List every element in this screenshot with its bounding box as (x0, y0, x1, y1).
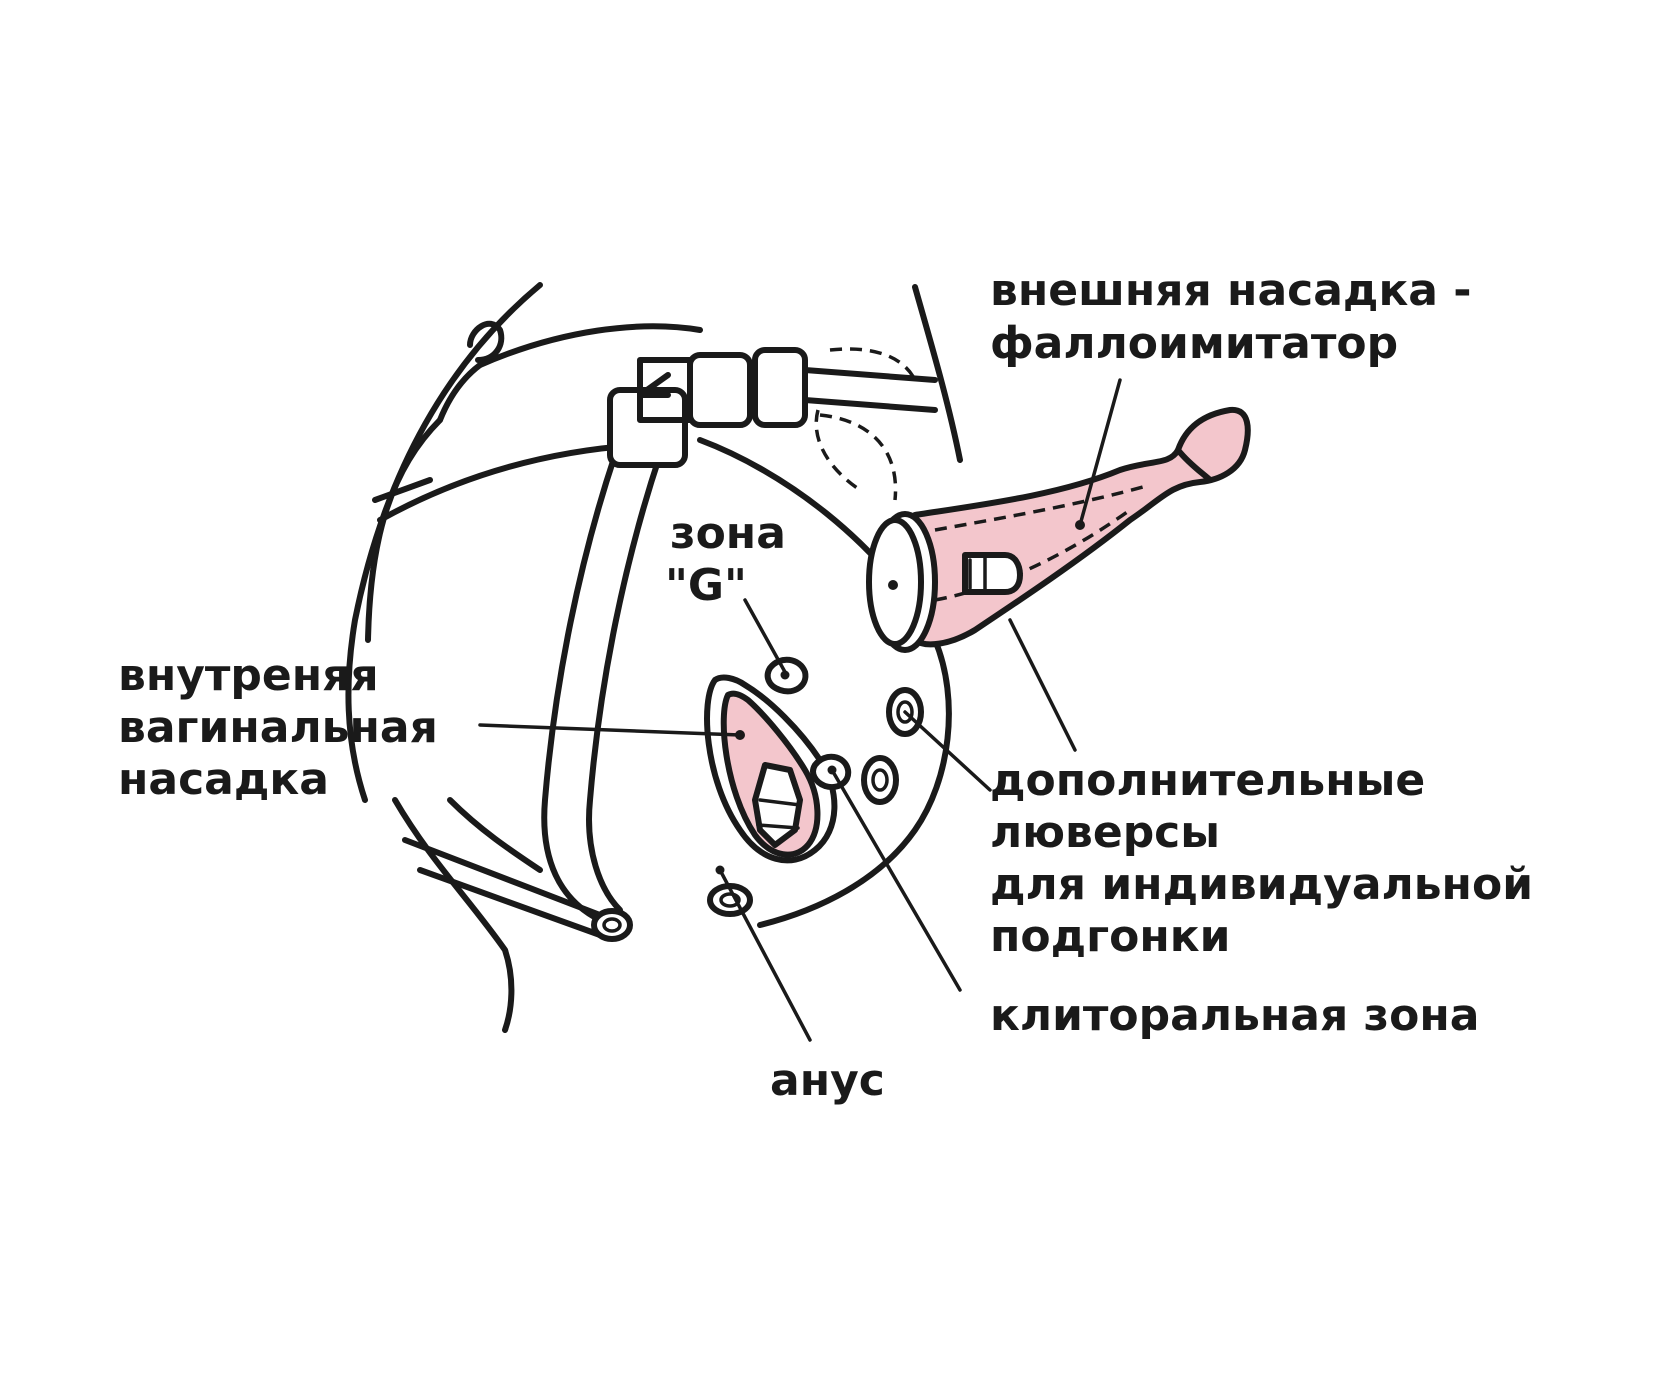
label-clitoral-text: клиторальная зона (990, 990, 1479, 1041)
internal-insert (704, 674, 838, 864)
label-internal-line2: вагинальная (118, 702, 438, 753)
label-internal: внутреняя вагинальная насадка (118, 650, 438, 805)
label-g-zone-line1: зона (670, 508, 786, 559)
leader-lines (478, 378, 1122, 1042)
label-internal-line3: насадка (118, 754, 329, 805)
body-outline (345, 282, 963, 1033)
clitoral-bump (810, 753, 852, 790)
label-eyelets-line4: подгонки (990, 911, 1230, 962)
label-internal-line1: внутреняя (118, 650, 379, 701)
leader-anus (718, 868, 812, 1042)
external-dildo (866, 406, 1251, 653)
label-eyelets-line3: для индивидуальной (990, 859, 1533, 910)
leader-internal (478, 723, 742, 737)
label-g-zone: зона "G" (665, 508, 786, 611)
label-external-line1: внешняя насадка - (990, 265, 1472, 316)
g-zone-bump (764, 656, 809, 695)
front-strap (402, 452, 663, 938)
label-g-zone-line2: "G" (665, 560, 747, 611)
label-external-line2: фаллоимитатор (990, 318, 1398, 369)
label-clitoral: клиторальная зона (990, 990, 1479, 1041)
label-anus: анус (770, 1055, 885, 1106)
pouch-outline (697, 347, 952, 928)
label-eyelets: дополнительные люверсы для индивидуально… (990, 755, 1533, 962)
label-eyelets-line1: дополнительные (990, 755, 1425, 806)
label-eyelets-line2: люверсы (990, 807, 1220, 858)
buckle (607, 347, 938, 468)
leader-eyelets (903, 710, 992, 792)
leader-eyelets-2 (1008, 618, 1077, 752)
label-external: внешняя насадка - фаллоимитатор (990, 265, 1472, 369)
label-anus-text: анус (770, 1055, 885, 1106)
eyelet (861, 755, 899, 805)
leader-g-zone (743, 598, 787, 674)
leader-external (1078, 378, 1122, 527)
belt-eyelet (591, 908, 633, 942)
leader-clitoral (830, 768, 962, 992)
